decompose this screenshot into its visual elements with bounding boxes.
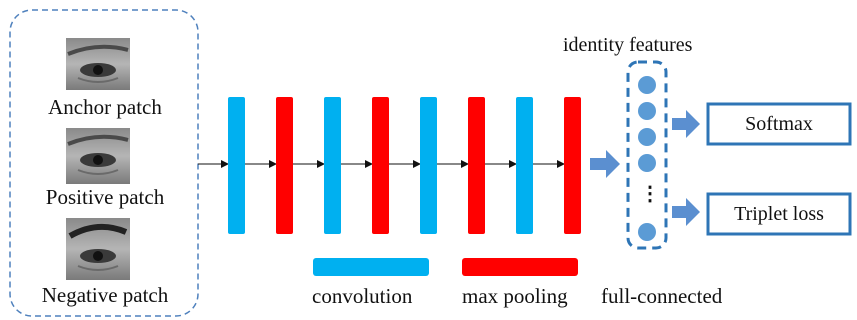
legend-fc-label: full-connected	[601, 284, 723, 308]
input-group-frame	[9, 9, 199, 317]
triplet-arrow	[672, 198, 700, 226]
anchor-patch-image	[66, 38, 130, 90]
identity-neurons	[638, 76, 656, 241]
negative-patch-label: Negative patch	[41, 283, 169, 307]
softmax-label: Softmax	[745, 113, 813, 135]
positive-patch-image	[66, 128, 130, 184]
network-layers	[228, 97, 581, 234]
neuron-4	[638, 154, 656, 172]
identity-features-title: identity features	[563, 34, 693, 56]
pool-layer-8	[564, 97, 581, 234]
legend-conv-label: convolution	[312, 284, 413, 308]
conv-layer-5	[420, 97, 437, 234]
softmax-arrow	[672, 110, 700, 138]
pool-layer-2	[276, 97, 293, 234]
negative-patch-image	[66, 218, 130, 280]
legend-conv-swatch	[313, 258, 429, 276]
softmax-box	[706, 102, 852, 146]
neuron-1	[638, 76, 656, 94]
fc-arrow	[590, 150, 620, 178]
triplet-loss-label: Triplet loss	[734, 203, 824, 225]
neuron-5	[638, 223, 656, 241]
anchor-patch-label: Anchor patch	[48, 95, 162, 119]
legend-pool-label: max pooling	[462, 284, 568, 308]
triplet-loss-box	[706, 192, 852, 236]
neuron-ellipsis: ⋮	[640, 183, 660, 205]
conv-layer-3	[324, 97, 341, 234]
pool-layer-6	[468, 97, 485, 234]
neuron-3	[638, 128, 656, 146]
neuron-2	[638, 102, 656, 120]
legend-pool-swatch	[462, 258, 578, 276]
identity-features-frame	[626, 60, 668, 250]
conv-layer-7	[516, 97, 533, 234]
conv-layer-1	[228, 97, 245, 234]
positive-patch-label: Positive patch	[45, 185, 165, 209]
pool-layer-4	[372, 97, 389, 234]
